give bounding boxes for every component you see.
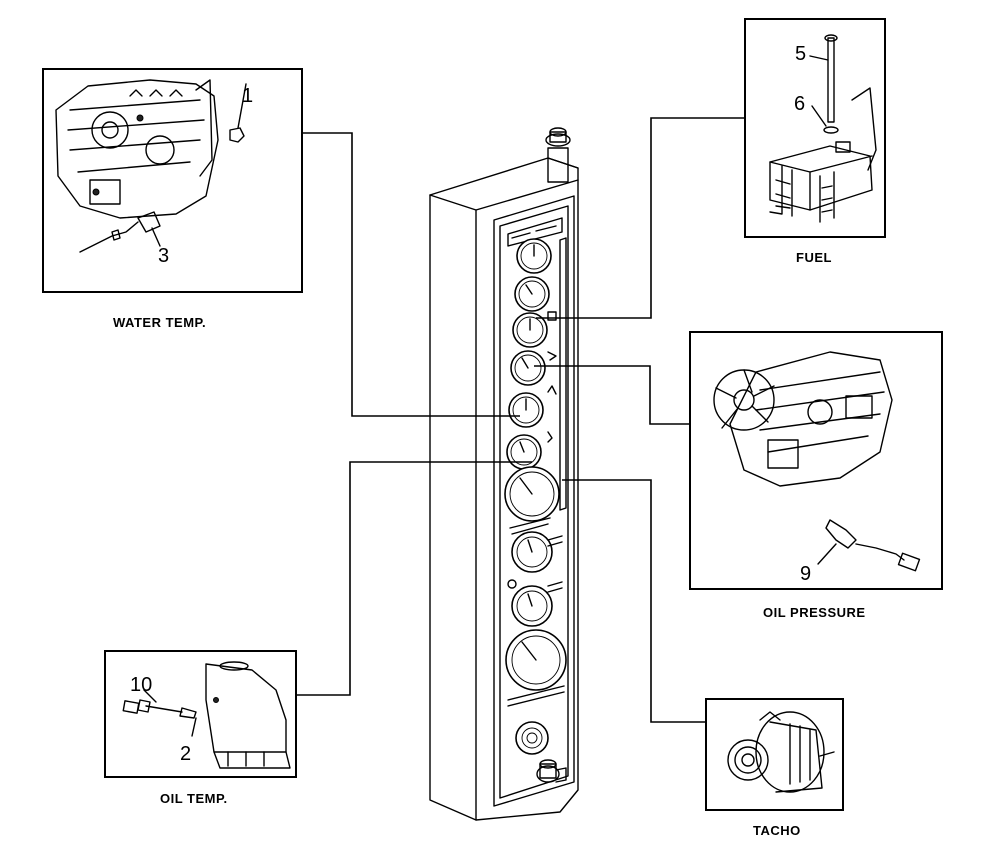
fuel-washer-part-6: [823, 126, 839, 134]
leader-oil-temp: [296, 461, 532, 696]
alternator-illustration: [727, 711, 835, 793]
oil-pan-illustration: [205, 661, 291, 769]
fuel-panel: 5 6: [744, 18, 886, 238]
oil-pressure-panel: 9: [689, 331, 943, 590]
caption-fuel: FUEL: [796, 250, 832, 265]
caption-oil-pressure: OIL PRESSURE: [763, 605, 866, 620]
fuel-frame: [744, 18, 886, 238]
water-temp-frame: [42, 68, 303, 293]
oil-temp-panel: 10 2: [104, 650, 297, 778]
panel-top-knob: [545, 127, 571, 183]
leader-oil-pressure: [534, 365, 690, 425]
callout-5: 5: [795, 43, 806, 65]
engine-fan-illustration: [713, 351, 893, 487]
leader-water-temp: [302, 132, 520, 417]
callout-9: 9: [800, 563, 811, 585]
panel-bottom-knob: [536, 759, 567, 783]
leader-lines: [296, 117, 745, 723]
callout-3: 3: [158, 245, 169, 267]
callout-10: 10: [130, 674, 152, 696]
callout-6: 6: [794, 93, 805, 115]
engine-illustration: [55, 79, 219, 219]
tacho-panel: [705, 698, 844, 811]
caption-tacho: TACHO: [753, 823, 801, 838]
oil-temp-sensor-part-10: [122, 699, 197, 719]
fuel-rod-part-5: [827, 37, 835, 123]
callout-1: 1: [242, 85, 253, 107]
fuel-tank-illustration: [769, 87, 877, 223]
oil-pressure-frame: [689, 331, 943, 590]
oil-temp-frame: [104, 650, 297, 778]
caption-oil-temp: OIL TEMP.: [160, 791, 228, 806]
panel-rotary-switch: [515, 721, 549, 755]
leader-fuel: [536, 117, 745, 319]
callout-2: 2: [180, 743, 191, 765]
water-temp-panel: 1 3: [42, 68, 303, 293]
oil-pressure-sensor-part-9: [825, 519, 921, 572]
caption-water-temp: WATER TEMP.: [113, 315, 206, 330]
sender-part-3: [137, 211, 161, 233]
instrument-panel: [429, 127, 579, 821]
leader-tacho: [562, 479, 706, 723]
